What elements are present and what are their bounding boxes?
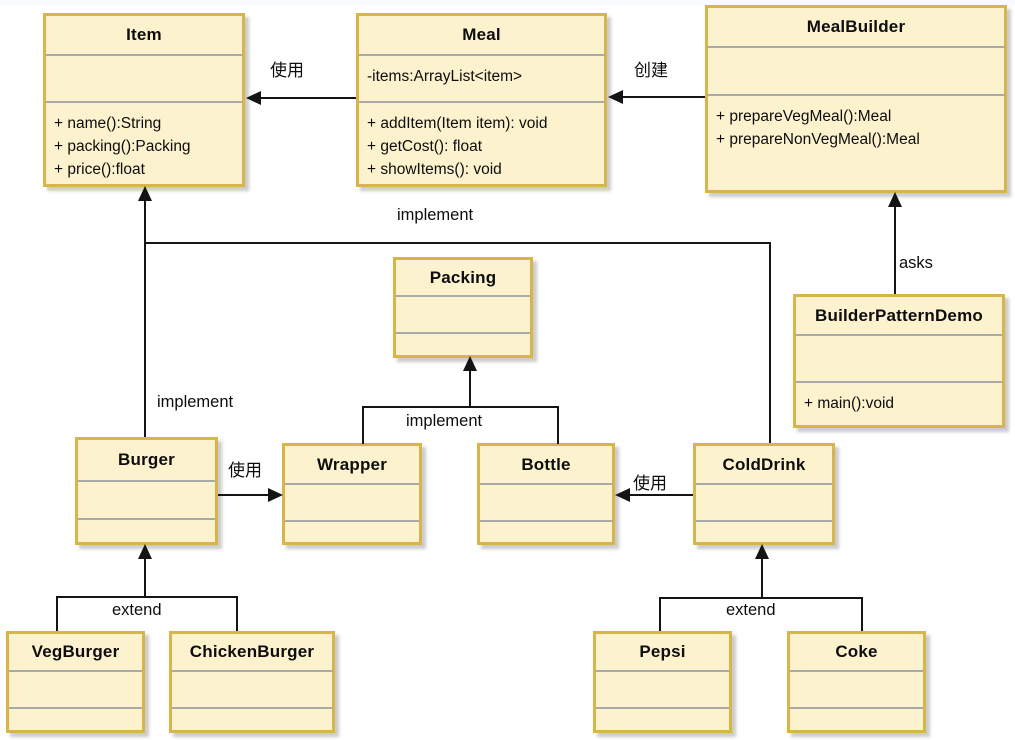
arrowhead-at-packing-bottom <box>463 356 477 371</box>
class-chickenburger-methods <box>172 707 332 730</box>
arrowhead-at-mealbuilder-bottom <box>888 192 902 207</box>
edge-extend-colddrink-stem <box>761 558 763 599</box>
class-builderpatterndemo-attributes <box>796 334 1002 381</box>
class-wrapper-methods <box>285 520 419 542</box>
class-colddrink-name: ColdDrink <box>722 454 806 474</box>
class-wrapper-attributes <box>285 483 419 520</box>
class-meal-attributes: -items:ArrayList<item> <box>359 54 604 101</box>
label-meal-uses-item: 使用 <box>270 61 304 80</box>
edge-meal-to-item <box>250 97 356 99</box>
edge-extend-burger-horizontal <box>56 596 238 598</box>
class-vegburger-methods <box>9 707 142 730</box>
edge-colddrink-to-bottle <box>628 494 693 496</box>
edge-bottle-to-packing <box>557 406 559 444</box>
class-builderpatterndemo-methods: + main():void <box>796 381 1002 425</box>
label-drinks-extend: extend <box>726 601 776 619</box>
label-implement-item-burger: implement <box>157 393 234 411</box>
class-burger-attributes <box>78 480 215 518</box>
class-item-name: Item <box>126 25 162 44</box>
class-vegburger: VegBurger <box>6 631 145 733</box>
label-implement-item-shared: implement <box>397 206 474 224</box>
edge-coke-drop <box>861 597 863 631</box>
edge-extend-colddrink-horizontal <box>659 597 863 599</box>
edge-mealbuilder-to-meal <box>612 96 705 98</box>
class-pepsi-methods <box>596 707 729 730</box>
class-bottle-attributes <box>480 483 612 520</box>
class-meal-name: Meal <box>462 25 501 44</box>
class-item: Item + name():String + packing():Packing… <box>43 13 245 187</box>
class-bottle-methods <box>480 520 612 542</box>
class-chickenburger-name: ChickenBurger <box>189 642 315 661</box>
class-pepsi-name: Pepsi <box>639 642 686 661</box>
label-burger-uses-wrapper: 使用 <box>228 461 262 480</box>
edge-wrapper-to-packing <box>362 406 364 444</box>
label-colddrink-uses-bottle: 使用 <box>633 474 667 493</box>
label-implement-packing: implement <box>406 412 483 430</box>
class-meal: Meal -items:ArrayList<item> + addItem(It… <box>356 13 607 187</box>
arrowhead-at-burger-bottom <box>138 544 152 559</box>
class-mealbuilder-attributes <box>708 46 1004 94</box>
class-mealbuilder: MealBuilder + prepareVegMeal():Meal + pr… <box>705 5 1007 193</box>
class-vegburger-name: VegBurger <box>31 642 120 661</box>
class-coke-name: Coke <box>835 642 878 661</box>
class-colddrink-attributes <box>696 483 832 520</box>
class-wrapper: Wrapper <box>282 443 422 545</box>
class-colddrink-methods <box>696 520 832 542</box>
class-builderpatterndemo-name: BuilderPatternDemo <box>815 305 983 325</box>
edge-vegburger-drop <box>56 596 58 631</box>
class-bottle: Bottle <box>477 443 615 545</box>
arrowhead-at-item-right <box>246 91 261 105</box>
class-coke-methods <box>790 707 923 730</box>
edge-demo-to-mealbuilder <box>894 205 896 294</box>
edge-implement-item-horizontal <box>144 242 771 244</box>
class-pepsi: Pepsi <box>593 631 732 733</box>
edge-burger-to-item <box>144 199 146 437</box>
arrowhead-at-bottle-right <box>615 488 630 502</box>
label-demo-asks-mealbuilder: asks <box>899 254 933 272</box>
class-mealbuilder-methods: + prepareVegMeal():Meal + prepareNonVegM… <box>708 94 1004 190</box>
class-burger-methods <box>78 518 215 542</box>
class-pepsi-attributes <box>596 670 729 707</box>
edge-packing-horizontal <box>362 406 559 408</box>
class-meal-methods: + addItem(Item item): void + getCost(): … <box>359 101 604 184</box>
edge-pepsi-drop <box>659 597 661 631</box>
class-coke-attributes <box>790 670 923 707</box>
class-burger-name: Burger <box>118 450 175 469</box>
arrowhead-at-meal-right <box>608 90 623 104</box>
class-builderpatterndemo: BuilderPatternDemo + main():void <box>793 294 1005 428</box>
class-item-attributes <box>46 54 242 101</box>
class-chickenburger: ChickenBurger <box>169 631 335 733</box>
edge-extend-burger-stem <box>144 558 146 598</box>
class-packing-name: Packing <box>429 267 497 287</box>
arrowhead-at-colddrink-bottom <box>755 544 769 559</box>
class-packing: Packing <box>393 257 533 358</box>
class-bottle-name: Bottle <box>521 454 571 474</box>
class-colddrink: ColdDrink <box>693 443 835 545</box>
class-wrapper-name: Wrapper <box>316 454 388 474</box>
label-burgers-extend: extend <box>112 601 162 619</box>
edge-burger-to-wrapper <box>218 494 272 496</box>
class-coke: Coke <box>787 631 926 733</box>
edge-colddrink-to-item <box>769 242 771 443</box>
class-packing-attributes <box>396 295 530 332</box>
arrowhead-at-wrapper-left <box>268 488 283 502</box>
class-mealbuilder-name: MealBuilder <box>806 17 906 36</box>
class-packing-methods <box>396 332 530 355</box>
class-item-methods: + name():String + packing():Packing + pr… <box>46 101 242 184</box>
label-mealbuilder-creates-meal: 创建 <box>634 61 668 80</box>
edge-packing-stem <box>469 369 471 408</box>
class-burger: Burger <box>75 437 218 545</box>
page-top-edge <box>0 0 1015 6</box>
class-chickenburger-attributes <box>172 670 332 707</box>
edge-chickenburger-drop <box>236 596 238 631</box>
class-vegburger-attributes <box>9 670 142 707</box>
arrowhead-at-item-bottom <box>138 186 152 201</box>
